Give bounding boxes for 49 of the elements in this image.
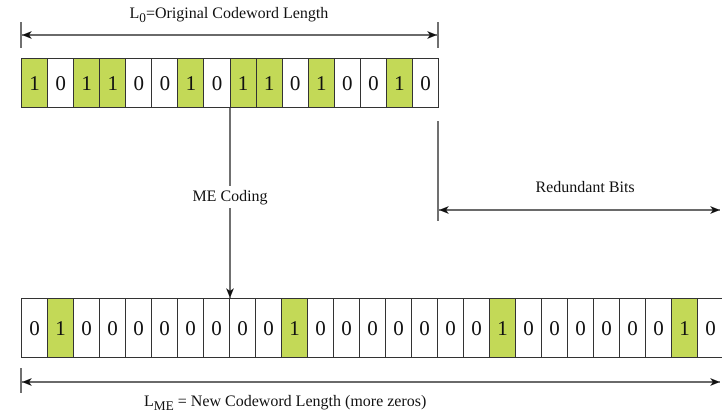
dimension-label: L$_{0}$=Original Codeword Length (130, 5, 328, 26)
bit-cell: 0 (282, 58, 309, 108)
bit-cell: 0 (463, 298, 490, 358)
bit-cell: 0 (437, 298, 464, 358)
bit-cell: 1 (230, 58, 257, 108)
dimension-label: L$_{ME}$ = New Codeword Length (more zeros) (144, 393, 426, 414)
arrow (226, 108, 234, 298)
bit-cell: 0 (125, 58, 152, 108)
bit-row (21, 58, 438, 108)
bit-cell: 0 (411, 298, 438, 358)
bit-cell: 0 (619, 298, 646, 358)
bit-cell: 0 (203, 58, 230, 108)
bit-cell: 0 (151, 58, 178, 108)
bit-cell: 0 (645, 298, 672, 358)
bit-cell: 1 (489, 298, 516, 358)
bit-cell: 1 (177, 58, 204, 108)
bit-cell: 0 (541, 298, 568, 358)
bit-cell: 0 (47, 58, 74, 108)
bit-cell: 0 (567, 298, 594, 358)
bit-cell: 0 (359, 298, 386, 358)
bit-cell: 0 (412, 58, 439, 108)
bit-cell: 0 (360, 58, 387, 108)
bit-cell: 0 (593, 298, 620, 358)
bit-cell: 0 (333, 298, 360, 358)
bit-cell: 1 (73, 58, 100, 108)
bit-cell: 0 (151, 298, 178, 358)
bit-cell: 0 (229, 298, 256, 358)
bit-cell: 0 (125, 298, 152, 358)
bit-cell: 0 (334, 58, 361, 108)
bit-cell: 0 (21, 298, 48, 358)
bit-cell: 0 (99, 298, 126, 358)
bit-cell: 0 (697, 298, 722, 358)
bit-cell: 1 (386, 58, 413, 108)
bit-cell: 1 (256, 58, 283, 108)
bit-cell: 1 (281, 298, 308, 358)
bit-cell: 0 (515, 298, 542, 358)
bit-cell: 0 (177, 298, 204, 358)
bit-cell: 1 (21, 58, 48, 108)
bit-cell: 0 (203, 298, 230, 358)
bit-cell: 1 (99, 58, 126, 108)
bit-cell: 1 (671, 298, 698, 358)
bit-cell: 1 (47, 298, 74, 358)
bit-cell: 0 (385, 298, 412, 358)
bit-cell: 0 (73, 298, 100, 358)
bit-cell: 0 (307, 298, 334, 358)
bit-cell: 1 (308, 58, 335, 108)
bit-cell: 0 (255, 298, 282, 358)
dimension-label: Redundant Bits (536, 179, 635, 197)
bit-row (21, 298, 722, 358)
